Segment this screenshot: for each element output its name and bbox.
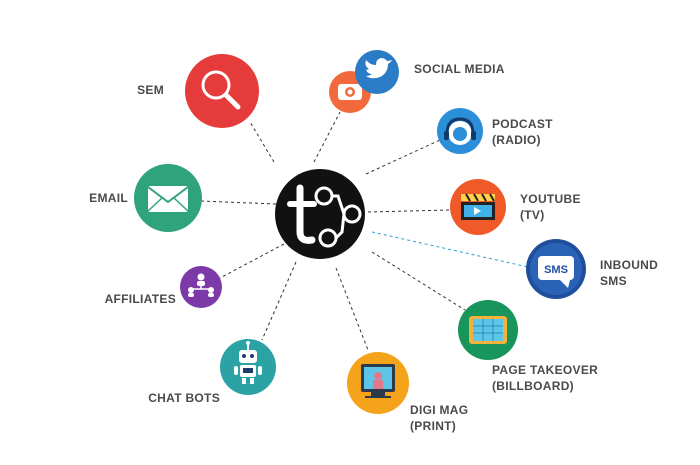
tablet-icon [469,316,507,344]
clapperboard-icon [461,193,495,220]
podcast-label-line2: (RADIO) [492,133,541,147]
podcast-label-line1: PODCAST [492,117,553,131]
camera-icon [338,84,362,100]
connector-youtube [367,209,451,213]
connector-email [199,200,277,205]
youtube-node[interactable] [450,179,506,235]
connector-chat-bots [261,261,297,341]
digi-mag-label: DIGI MAG (PRINT) [410,402,468,434]
affiliates-label: AFFILIATES [104,292,176,306]
sms-badge-text: SMS [544,264,568,276]
headphones-icon [444,117,476,145]
email-label: EMAIL [89,191,128,205]
chat-bots-label: CHAT BOTS [148,391,220,405]
sms-bubble-icon: SMS [538,256,574,288]
youtube-label-line2: (TV) [520,208,545,222]
page-takeover-node[interactable] [458,300,518,360]
connector-sms [371,231,529,268]
podcast-label: PODCAST (RADIO) [492,116,553,148]
connector-affiliates [219,243,285,279]
connector-digi-mag [335,267,369,351]
twitter-bird-icon [365,58,392,79]
connector-sem [249,121,275,163]
youtube-label-line1: YOUTUBE [520,192,581,206]
chat-bots-node[interactable] [220,339,276,395]
connector-podcast [365,139,441,175]
digi-mag-label-line2: (PRINT) [410,419,457,433]
affiliates-node[interactable] [180,266,222,308]
social-node[interactable] [329,50,399,113]
email-node[interactable] [134,164,202,232]
network-icon [188,273,214,297]
search-icon [201,70,241,110]
page-takeover-label-line1: PAGE TAKEOVER [492,363,599,377]
podcast-node[interactable] [437,108,483,154]
tt-logo-icon [287,184,362,248]
connector-page-takeover [371,251,466,311]
sms-label-line1: INBOUND [600,258,659,272]
envelope-icon [147,186,189,212]
sem-node[interactable] [185,54,259,128]
sms-label: INBOUND SMS [600,257,658,289]
sms-label-line2: SMS [600,274,627,288]
sms-node[interactable]: SMS [526,239,586,299]
digi-mag-label-line1: DIGI MAG [410,403,469,417]
connector-social [313,111,341,163]
sem-label: SEM [137,83,164,97]
page-takeover-label-line2: (BILLBOARD) [492,379,574,393]
digi-mag-node[interactable] [347,352,409,414]
magazine-icon [361,364,395,398]
social-label: SOCIAL MEDIA [414,62,505,76]
page-takeover-label: PAGE TAKEOVER (BILLBOARD) [492,362,598,394]
robot-icon [234,341,262,384]
connectors [199,111,529,351]
youtube-label: YOUTUBE (TV) [520,191,581,223]
hub-node [275,169,365,259]
